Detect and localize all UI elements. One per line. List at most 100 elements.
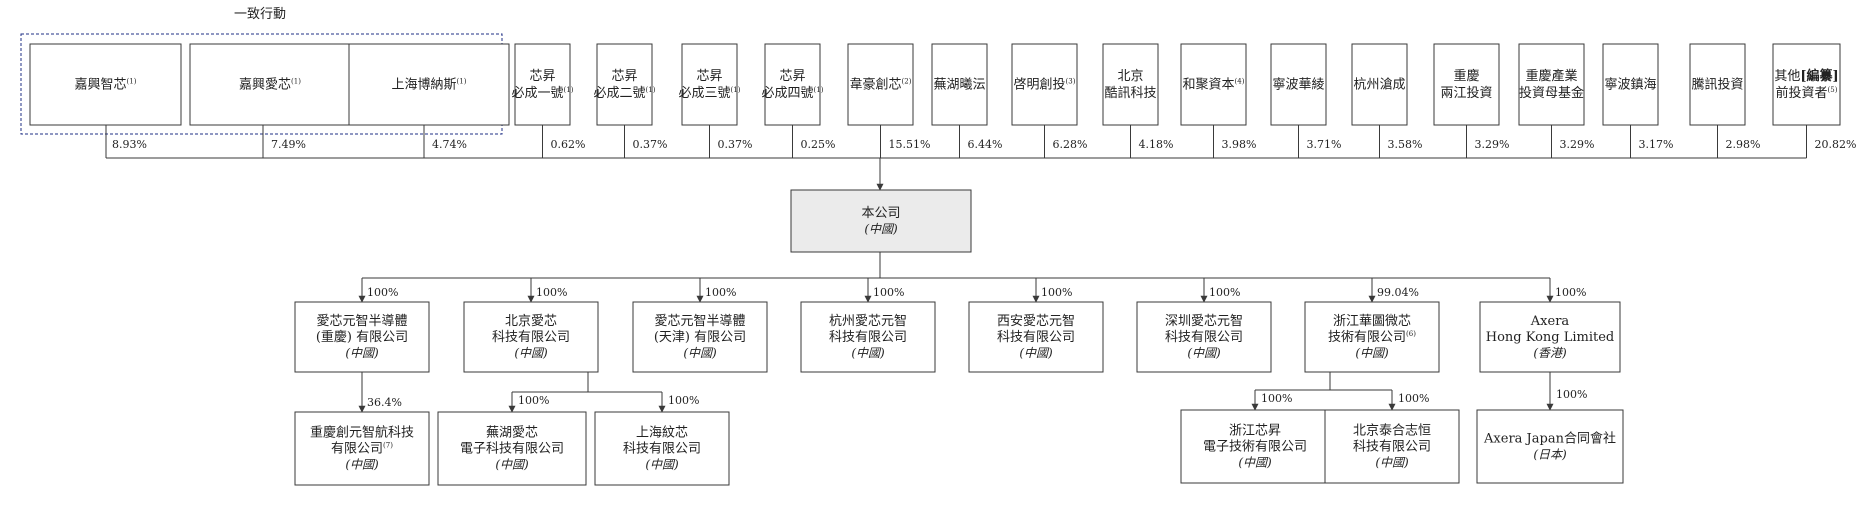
subsub-percentage: 100% <box>518 394 549 407</box>
shareholder-name-line: 其他[編纂] <box>1774 68 1838 84</box>
subsidiary-name-location: (中國) <box>1187 346 1221 360</box>
subsub-name-line: 蕪湖愛芯 <box>486 426 538 441</box>
subsub-border <box>594 411 730 486</box>
subsidiary-name-location: (中國) <box>1355 346 1389 360</box>
subsidiary-name-line: 科技有限公司 <box>1165 330 1243 345</box>
subsub-name-location: (中國) <box>1375 456 1409 470</box>
subsidiary-name-line: 北京愛芯 <box>505 314 557 329</box>
shareholder-border <box>1180 43 1247 126</box>
subsub-name-line: Axera Japan合同會社 <box>1483 431 1616 447</box>
shareholder-box: 嘉興愛芯(1) <box>189 43 351 126</box>
shareholder-name-line: 蕪湖曦沄 <box>933 77 985 93</box>
company-name: 本公司 <box>861 206 900 221</box>
shareholder-border <box>1772 43 1841 126</box>
subsidiary-name-line: 西安愛芯元智 <box>997 314 1075 329</box>
subsub-border <box>1476 409 1624 484</box>
subsidiary-name-line: 浙江華圖微芯 <box>1333 314 1411 329</box>
shareholding-percentage: 6.28% <box>1053 138 1088 151</box>
shareholder-box: 嘉興智芯(1) <box>29 43 182 126</box>
shareholding-percentage: 4.74% <box>432 138 467 151</box>
subsub-name-line: 電子技術有限公司 <box>1203 440 1307 455</box>
subsub-name-line: 科技有限公司 <box>623 442 701 457</box>
subsub-name-line: 重慶創元智航科技 <box>310 425 414 441</box>
shareholder-name-line: 杭州滄成 <box>1353 77 1405 93</box>
subsub-name-line: 北京泰合志恒 <box>1353 424 1431 439</box>
shareholder-name-line: 酷訊科技 <box>1104 86 1156 101</box>
subsidiary-name-line: 科技有限公司 <box>997 330 1075 345</box>
shareholding-percentage: 0.37% <box>718 138 753 151</box>
subsidiary-name-location: (中國) <box>514 346 548 360</box>
shareholder-name-line: 芯昇 <box>779 69 805 84</box>
subsub-name-line: 上海紋芯 <box>636 426 688 441</box>
shareholder-box: 杭州滄成 <box>1351 43 1408 126</box>
subsidiary-name-location: (中國) <box>345 346 379 360</box>
shareholding-percentage: 3.71% <box>1307 138 1342 151</box>
shareholder-box: 其他[編纂]前投資者(5) <box>1772 43 1841 126</box>
shareholder-border <box>189 43 351 126</box>
subsub-box: Axera Japan合同會社(日本) <box>1476 409 1624 484</box>
shareholding-percentage: 0.37% <box>633 138 668 151</box>
shareholder-border <box>681 43 738 126</box>
shareholding-percentage: 6.44% <box>968 138 1003 151</box>
shareholder-border <box>1011 43 1078 126</box>
shareholder-name-line: 必成二號(1) <box>594 86 656 101</box>
shareholding-percentage: 4.18% <box>1139 138 1174 151</box>
subsidiary-percentage: 100% <box>1555 286 1586 299</box>
shareholder-name-line: 芯昇 <box>529 69 555 84</box>
shareholder-name-line: 啓明創投(3) <box>1014 77 1076 93</box>
subsidiary-name-line: Hong Kong Limited <box>1486 330 1615 345</box>
subsidiary-border <box>800 301 936 373</box>
shareholder-box: 啓明創投(3) <box>1011 43 1078 126</box>
shareholder-name-line: 必成三號(1) <box>679 86 741 101</box>
subsub-percentage: 100% <box>1261 392 1292 405</box>
subsidiary-border <box>294 301 430 373</box>
subsidiary-percentage: 100% <box>536 286 567 299</box>
subsub-name-location: (中國) <box>1238 456 1272 470</box>
company-location: (中國) <box>864 222 898 236</box>
subsub-name-location: (中國) <box>345 458 379 472</box>
subsidiary-name-location: (香港) <box>1533 346 1567 360</box>
shareholder-box: 蕪湖曦沄 <box>931 43 988 126</box>
subsub-border <box>437 411 587 486</box>
shareholder-name-line: 北京 <box>1117 69 1143 84</box>
subsidiary-percentage: 100% <box>1209 286 1240 299</box>
shareholder-name-line: 芯昇 <box>696 69 722 84</box>
subsidiary-border <box>632 301 768 373</box>
subsub-percentage: 100% <box>1398 392 1429 405</box>
subsub-border <box>294 411 430 486</box>
shareholder-name-line: 和聚資本(4) <box>1183 78 1245 93</box>
subsub-percentage: 100% <box>1556 388 1587 401</box>
shareholder-name-line: 投資母基金 <box>1519 85 1584 101</box>
shareholder-box: 和聚資本(4) <box>1180 43 1247 126</box>
shareholder-name-line: 嘉興愛芯(1) <box>239 78 301 93</box>
shareholder-name-line: 重慶 <box>1453 68 1479 84</box>
subsidiary-box: 愛芯元智半導體(天津) 有限公司(中國) <box>632 301 768 373</box>
shareholder-name-line: 寧波華綾 <box>1272 77 1324 93</box>
subsidiary-name-line: 愛芯元智半導體 <box>316 314 407 329</box>
subsidiary-percentage: 100% <box>367 286 398 299</box>
shareholding-percentage: 2.98% <box>1726 138 1761 151</box>
shareholder-name-line: 寧波鎮海 <box>1604 77 1656 93</box>
shareholder-name-line: 兩江投資 <box>1440 85 1492 101</box>
subsub-name-line: 有限公司(7) <box>331 442 393 457</box>
subsub-name-line: 科技有限公司 <box>1353 440 1431 455</box>
shareholder-name-line: 必成四號(1) <box>762 86 824 101</box>
shareholder-border <box>348 43 510 126</box>
subsub-name-location: (日本) <box>1533 448 1567 462</box>
shareholder-border <box>1351 43 1408 126</box>
subsidiary-name-line: Axera <box>1530 314 1570 329</box>
subsidiary-percentage: 99.04% <box>1377 286 1419 299</box>
subsidiary-name-location: (中國) <box>1019 346 1053 360</box>
subsidiary-name-location: (中國) <box>683 346 717 360</box>
